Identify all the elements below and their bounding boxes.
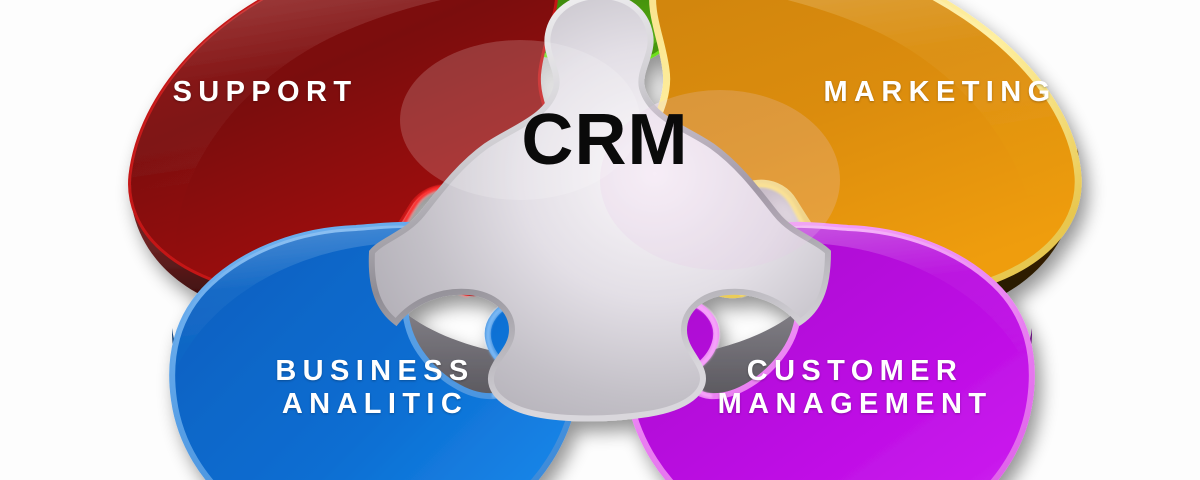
center-hub[interactable] [368, 0, 840, 422]
center-hub-side [372, 250, 828, 408]
